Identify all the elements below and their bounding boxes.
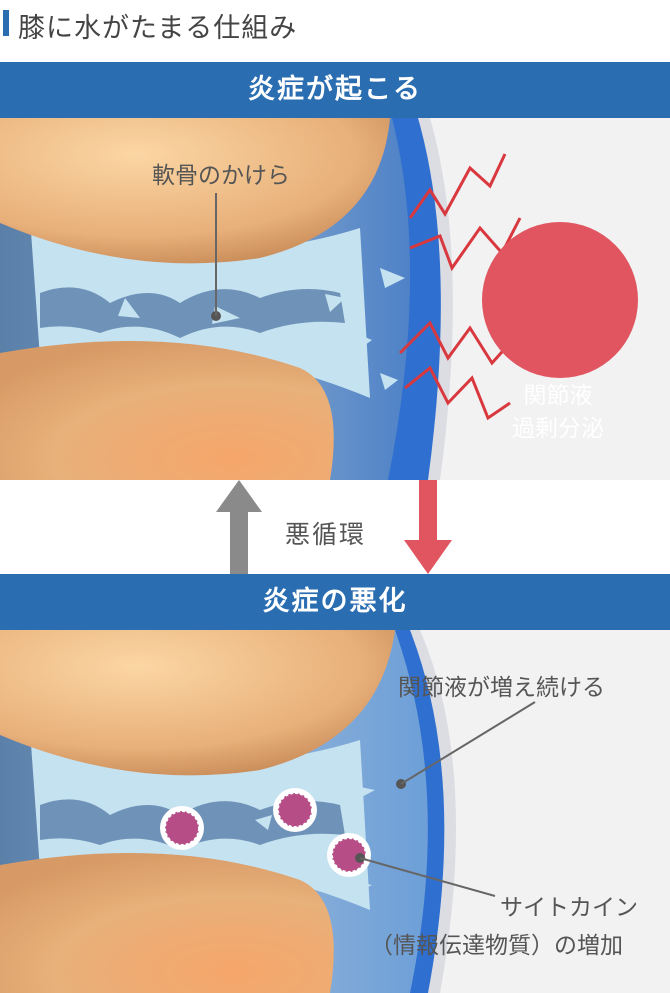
title-bar: 膝に水がたまる仕組み <box>0 0 670 46</box>
top-knee-illustration: 軟骨のかけら 関節液 過剰分泌 <box>0 118 670 480</box>
page-title: 膝に水がたまる仕組み <box>18 13 298 44</box>
secretion-line1: 関節液 <box>523 383 593 409</box>
secretion-line2: 過剰分泌 <box>512 416 604 442</box>
cytokine-label-line2: （情報伝達物質）の増加 <box>370 933 623 959</box>
cartilage-fragment-label: 軟骨のかけら <box>152 163 290 189</box>
up-arrow-icon <box>216 480 262 574</box>
cycle-section <box>0 480 670 574</box>
title-accent <box>3 10 9 36</box>
cytokine-label-line1: サイトカイン <box>500 895 638 921</box>
down-arrow-icon <box>404 480 452 574</box>
bottom-knee-illustration: 関節液が増え続ける サイトカイン （情報伝達物質）の増加 <box>0 630 670 993</box>
vicious-cycle-label: 悪循環 <box>285 520 367 549</box>
cytokine-icon <box>273 788 317 832</box>
cytokine-icon <box>327 833 371 877</box>
fluid-increase-label: 関節液が増え続ける <box>398 675 605 701</box>
bottom-band: 炎症の悪化 <box>0 574 670 630</box>
top-band: 炎症が起こる <box>0 62 670 118</box>
excess-secretion-label: 関節液 過剰分泌 <box>488 380 628 446</box>
cytokine-icon <box>160 806 204 850</box>
